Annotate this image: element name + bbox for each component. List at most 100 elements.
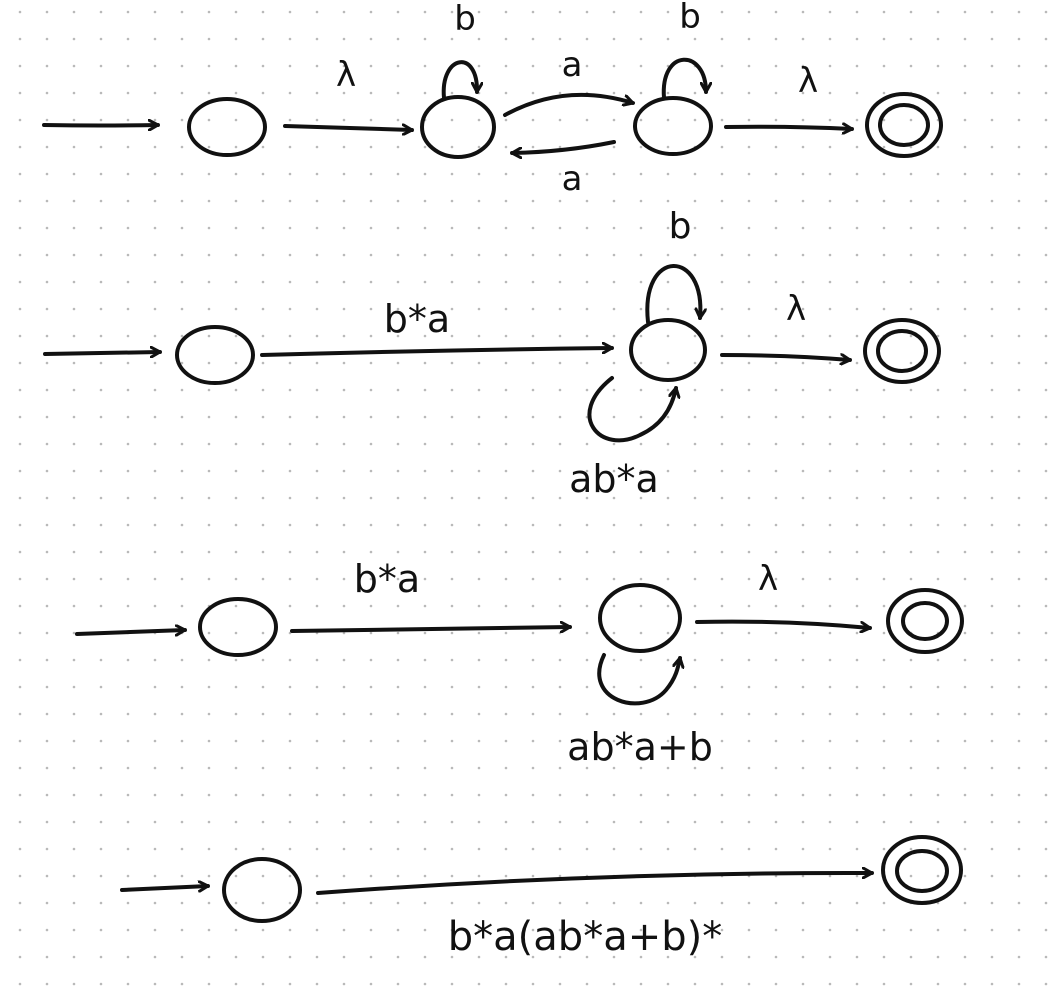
grid-dot bbox=[369, 685, 373, 689]
grid-dot bbox=[261, 847, 265, 851]
grid-dot bbox=[1017, 388, 1021, 392]
grid-dot bbox=[342, 712, 346, 716]
grid-dot bbox=[612, 388, 616, 392]
grid-dot bbox=[207, 91, 211, 95]
grid-dot bbox=[747, 64, 751, 68]
grid-dot bbox=[126, 118, 130, 122]
grid-dot bbox=[774, 469, 778, 473]
grid-dot bbox=[288, 604, 292, 608]
grid-dot bbox=[99, 955, 103, 959]
grid-dot bbox=[423, 253, 427, 257]
grid-dot bbox=[423, 37, 427, 41]
grid-dot bbox=[801, 955, 805, 959]
grid-dot bbox=[1044, 658, 1048, 662]
grid-dot bbox=[72, 226, 76, 230]
grid-dot bbox=[693, 91, 697, 95]
grid-dot bbox=[909, 307, 913, 311]
grid-dot bbox=[882, 982, 886, 986]
grid-dot bbox=[693, 37, 697, 41]
grid-dot bbox=[774, 199, 778, 203]
grid-dot bbox=[315, 739, 319, 743]
grid-dot bbox=[963, 928, 967, 932]
grid-dot bbox=[1017, 226, 1021, 230]
grid-dot bbox=[1017, 280, 1021, 284]
grid-dot bbox=[720, 631, 724, 635]
grid-dot bbox=[369, 118, 373, 122]
grid-dot bbox=[990, 10, 994, 14]
grid-dot bbox=[315, 874, 319, 878]
grid-dot bbox=[423, 145, 427, 149]
grid-dot bbox=[1017, 793, 1021, 797]
d2-loop-bottom bbox=[587, 376, 676, 443]
grid-dot bbox=[288, 334, 292, 338]
grid-dot bbox=[99, 10, 103, 14]
grid-dot bbox=[801, 64, 805, 68]
grid-dot bbox=[828, 145, 832, 149]
grid-dot bbox=[396, 712, 400, 716]
grid-dot bbox=[531, 91, 535, 95]
grid-dot bbox=[585, 955, 589, 959]
grid-dot bbox=[693, 226, 697, 230]
grid-dot bbox=[1017, 253, 1021, 257]
grid-dot bbox=[315, 604, 319, 608]
grid-dot bbox=[747, 955, 751, 959]
grid-dot bbox=[261, 388, 265, 392]
grid-dot bbox=[315, 928, 319, 932]
grid-dot bbox=[18, 145, 22, 149]
grid-dot bbox=[531, 64, 535, 68]
grid-dot bbox=[990, 766, 994, 770]
d1-loop-q1 bbox=[441, 60, 477, 100]
grid-dot bbox=[99, 64, 103, 68]
d1-label-start-q1: λ bbox=[336, 55, 356, 95]
grid-dot bbox=[531, 928, 535, 932]
d4-label-start-final: b*a(ab*a+b)* bbox=[448, 914, 722, 960]
grid-dot bbox=[963, 307, 967, 311]
grid-dot bbox=[990, 820, 994, 824]
grid-dot bbox=[774, 955, 778, 959]
grid-dot bbox=[801, 388, 805, 392]
grid-dot bbox=[882, 253, 886, 257]
grid-dot bbox=[612, 739, 616, 743]
grid-dot bbox=[558, 37, 562, 41]
grid-dot bbox=[639, 820, 643, 824]
grid-dot bbox=[261, 199, 265, 203]
grid-dot bbox=[288, 469, 292, 473]
grid-dot bbox=[882, 658, 886, 662]
grid-dot bbox=[288, 280, 292, 284]
grid-dot bbox=[585, 550, 589, 554]
grid-dot bbox=[423, 172, 427, 176]
grid-dot bbox=[18, 550, 22, 554]
grid-dot bbox=[315, 496, 319, 500]
grid-dot bbox=[801, 307, 805, 311]
grid-dot bbox=[396, 847, 400, 851]
grid-dot bbox=[45, 37, 49, 41]
grid-dot bbox=[990, 442, 994, 446]
diagram-2: b*a b ab*a λ bbox=[43, 206, 941, 501]
grid-dot bbox=[612, 334, 616, 338]
grid-dot bbox=[504, 334, 508, 338]
grid-dot bbox=[855, 172, 859, 176]
grid-dot bbox=[207, 712, 211, 716]
grid-dot bbox=[504, 874, 508, 878]
grid-dot bbox=[666, 415, 670, 419]
grid-dot bbox=[207, 118, 211, 122]
grid-dot bbox=[774, 901, 778, 905]
grid-dot bbox=[639, 577, 643, 581]
grid-dot bbox=[180, 685, 184, 689]
grid-dot bbox=[882, 415, 886, 419]
grid-dot bbox=[612, 712, 616, 716]
grid-dot bbox=[828, 361, 832, 365]
grid-dot bbox=[180, 280, 184, 284]
grid-dot bbox=[747, 37, 751, 41]
grid-dot bbox=[774, 64, 778, 68]
grid-dot bbox=[1044, 10, 1048, 14]
grid-dot bbox=[261, 820, 265, 824]
grid-dot bbox=[396, 793, 400, 797]
grid-dot bbox=[936, 847, 940, 851]
grid-dot bbox=[477, 658, 481, 662]
grid-dot bbox=[477, 496, 481, 500]
grid-dot bbox=[342, 550, 346, 554]
grid-dot bbox=[909, 847, 913, 851]
grid-dot bbox=[45, 469, 49, 473]
grid-dot bbox=[963, 604, 967, 608]
